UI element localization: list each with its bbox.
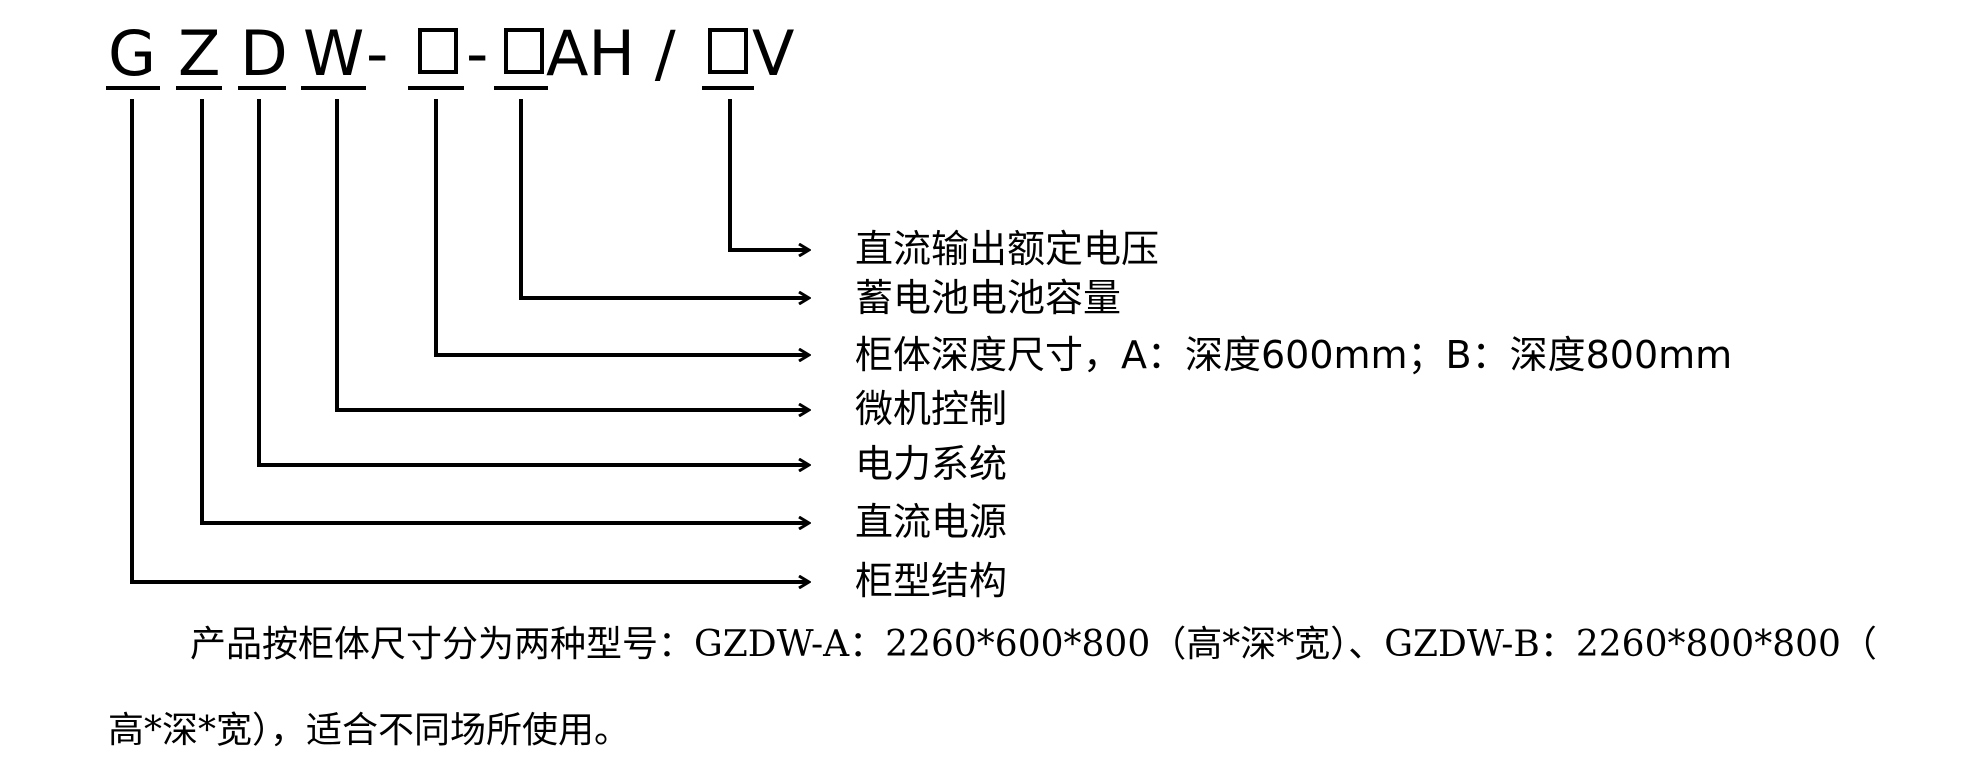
label-structure: 柜型结构 xyxy=(855,559,1007,603)
code-letter-v: V xyxy=(752,17,794,90)
code-letter-g: G xyxy=(108,17,156,90)
label-capacity: 蓄电池电池容量 xyxy=(855,276,1121,320)
connector-depth xyxy=(434,99,808,355)
code-letter-w: W xyxy=(303,17,364,90)
connector-capacity xyxy=(519,99,808,298)
connectors xyxy=(130,99,808,582)
label-voltage: 直流输出额定电压 xyxy=(855,227,1159,271)
description-line-2: 高*深*宽），适合不同场所使用。 xyxy=(108,710,631,751)
connector-micro xyxy=(335,99,808,410)
voltage-placeholder-box xyxy=(708,28,748,74)
capacity-placeholder-box xyxy=(504,28,544,74)
connector-voltage xyxy=(728,99,808,250)
code-letter-z: Z xyxy=(178,17,220,90)
code-ah-slash: AH / xyxy=(546,17,676,90)
code-letter-d: D xyxy=(240,17,288,90)
label-depth: 柜体深度尺寸，A：深度600mm；B：深度800mm xyxy=(855,333,1732,377)
label-power: 电力系统 xyxy=(855,442,1007,486)
connector-structure xyxy=(130,99,808,582)
code-dash-1: - xyxy=(366,17,388,90)
connector-dc xyxy=(200,99,808,523)
connector-power xyxy=(257,99,808,465)
label-dc: 直流电源 xyxy=(855,500,1007,544)
label-micro: 微机控制 xyxy=(855,387,1007,431)
code-dash-2: - xyxy=(466,17,488,90)
description-line-1: 产品按柜体尺寸分为两种型号：GZDW-A：2260*600*800（高*深*宽）… xyxy=(190,624,1877,665)
depth-placeholder-box xyxy=(418,28,458,74)
